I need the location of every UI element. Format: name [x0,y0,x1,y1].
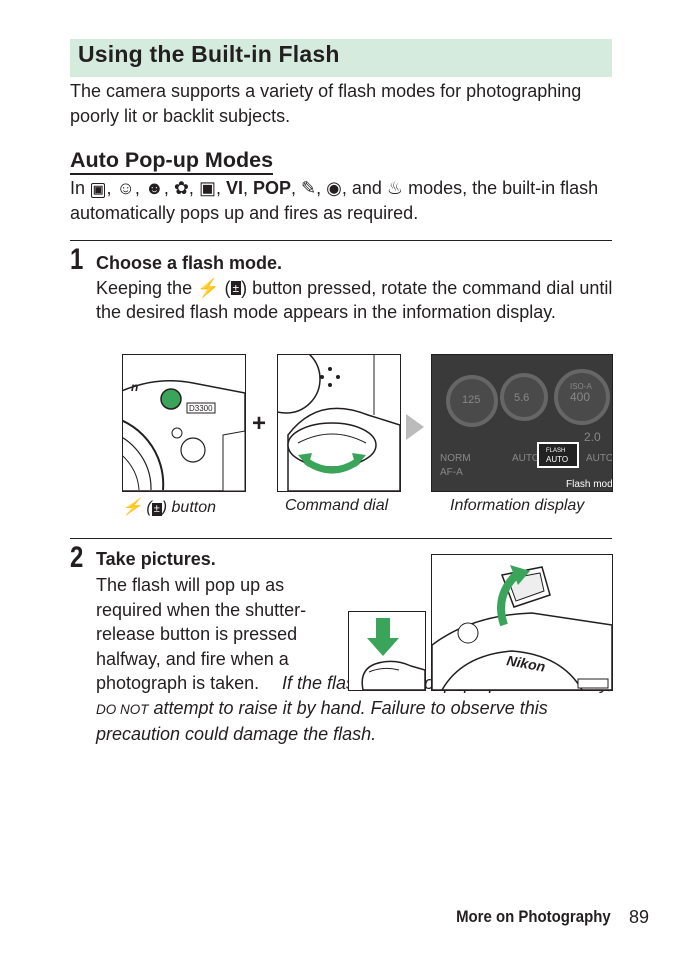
vi-mode-icon: VI [225,178,243,198]
intro-paragraph: The camera supports a variety of flash m… [70,81,582,126]
flash-comp-icon: ± [230,280,242,295]
step2-number: 2 [70,541,84,574]
page-number: 89 [629,907,650,927]
close-up-mode-icon: ✿ [173,178,189,198]
step2-text: The flash will pop up as required when t… [96,575,307,693]
night-portrait-mode-icon: ▣ [198,178,216,198]
food-mode-icon: ♨ [386,178,404,198]
iso-label: ISO-A [570,382,592,391]
arrow-right-icon [406,414,424,440]
command-dial-caption: Command dial [285,497,389,514]
quality-value: NORM [440,453,471,464]
iso-auto-value: AUTO [586,453,612,464]
step1-text-b: button pressed, rotate the command dial … [96,277,613,323]
flash-comp-icon: ± [151,503,162,516]
plus-icon: + [252,410,267,437]
shutter-press-illustration [348,611,426,691]
flash-button-caption: ⚡ (±) button [122,499,217,516]
info-display-caption: Information display [450,497,585,514]
flash-button-illustration: n D3300 [122,354,246,492]
pop-mode-icon: POP [253,178,292,198]
auto-popup-suffix: modes, the built-in flash automatically … [70,178,599,223]
model-badge: D3300 [189,404,213,413]
brand-logo: Nikon [505,652,546,675]
flash-icon: ⚡ [197,277,220,298]
iso-value: 400 [570,390,590,404]
portrait-mode-icon: ☺ [116,178,135,198]
flash-button-caption-text: ) button [161,499,217,516]
auto-popup-prefix: In [70,178,86,198]
flash-mode-label: Flash mode [566,479,612,490]
step2-divider [70,538,612,539]
warning-text-b: attempt to raise it by hand. Failure to … [96,697,548,745]
auto-popup-heading: Auto Pop-up Modes [70,148,274,175]
information-display: 125 5.6 ISO-A 400 2.0 NORM AF-A AUTO AUT… [431,354,613,492]
auto-popup-and: , and [341,178,382,198]
auto-mode-icon: ▣ [91,183,106,198]
auto-popup-paragraph: In ▣, ☺, ☻, ✿, ▣, VI, POP, ✎, ◉, and ♨ m… [70,178,599,223]
flash-popup-illustration: Nikon [431,554,613,691]
step2-title: Take pictures. [96,549,216,569]
child-mode-icon: ☻ [144,178,164,198]
step1-text-a: Keeping the [96,277,193,298]
aperture-value: 5.6 [514,392,529,404]
step1-number: 1 [70,243,84,276]
exposure-comp-value: 2.0 [584,430,601,444]
section-title: Using the Built-in Flash [78,41,340,67]
flash-label: FLASH [546,448,565,454]
step1-text: Choose a flash mode. Keeping the ⚡ (±) b… [96,251,616,325]
section-title-bar: Using the Built-in Flash [70,39,612,77]
focus-mode-value: AF-A [440,467,463,478]
svg-text:n: n [131,380,138,394]
photo-illustration-mode-icon: ✎ [301,178,317,198]
flash-icon: ⚡ [122,499,142,516]
toy-camera-mode-icon: ◉ [326,178,342,198]
wb-value: AUTO [512,453,540,464]
step1-divider [70,240,612,241]
command-dial-illustration [277,354,401,492]
warning-do-not: DO NOT [96,701,149,717]
footer-section-label: More on Photography [456,907,611,926]
flash-value: AUTO [546,455,568,464]
step1-title: Choose a flash mode. [96,253,283,273]
shutter-value: 125 [462,394,480,406]
